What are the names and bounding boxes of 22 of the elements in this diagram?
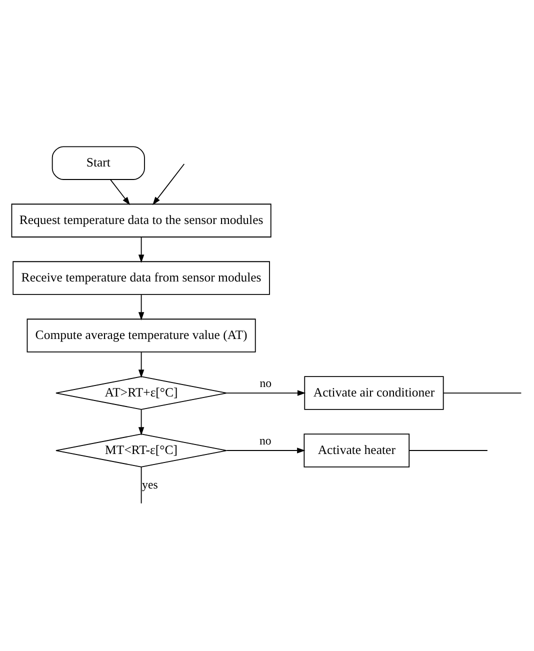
- arrow: [138, 352, 144, 378]
- node-box: Activate heater: [304, 434, 410, 468]
- node-box: Compute average temperature value (AT): [26, 318, 256, 352]
- arrow: [138, 409, 144, 436]
- node-box: Receive temperature data from sensor modules: [12, 261, 270, 295]
- connector: [408, 450, 488, 451]
- arrow: [138, 294, 144, 320]
- node-box: Start: [52, 146, 145, 180]
- arrow: [110, 179, 130, 206]
- node-box: Request temperature data to the sensor modules: [11, 204, 272, 238]
- arrow: [138, 236, 144, 263]
- edge-label: yes: [142, 477, 158, 492]
- arrow: [226, 390, 306, 396]
- arrow: [152, 164, 185, 206]
- connector: [443, 392, 522, 394]
- edge-label: no: [260, 376, 272, 390]
- node-diamond: MT<RT-ε[°C]: [56, 434, 228, 468]
- node-box: Activate air conditioner: [304, 376, 444, 410]
- node-diamond: AT>RT+ε[°C]: [56, 376, 228, 410]
- arrow: [226, 448, 306, 454]
- connector: [140, 466, 142, 504]
- edge-label: no: [259, 433, 272, 448]
